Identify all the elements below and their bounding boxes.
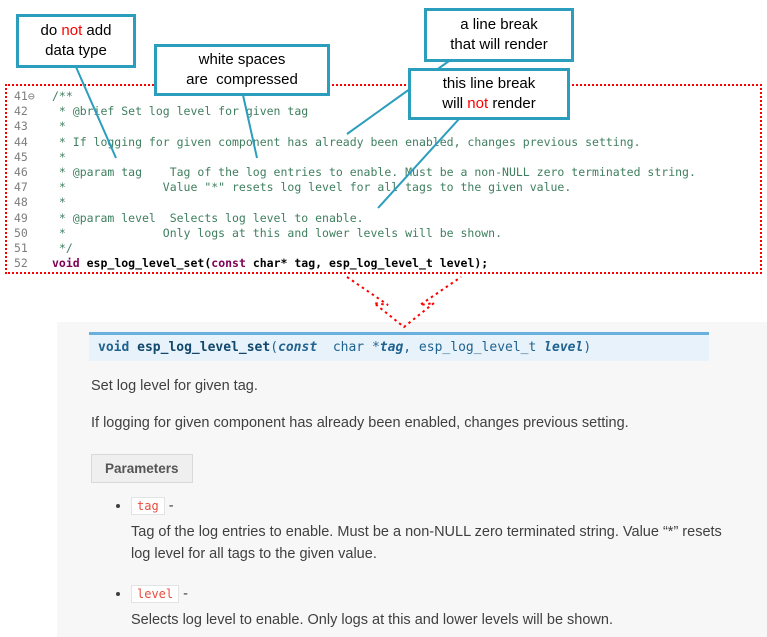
- signature-const-keyword: const: [278, 340, 318, 355]
- callout-line: will not render: [442, 95, 536, 112]
- callout-line: that will render: [450, 36, 548, 53]
- code-comment-text: * @brief Set log level for given tag: [52, 104, 309, 119]
- param-item-level: level - Selects log level to enable. Onl…: [131, 585, 743, 631]
- code-line: 47 * Value "*" resets log level for all …: [7, 180, 760, 195]
- line-number: 43: [14, 119, 28, 134]
- function-name: esp_log_level_set: [86, 256, 205, 271]
- code-line: 45 *: [7, 150, 760, 165]
- signature-arg-tag: tag: [379, 340, 404, 355]
- code-line: 48 *: [7, 195, 760, 210]
- line-number: 42: [14, 104, 28, 119]
- code-line: 49 * @param level Selects log level to e…: [7, 211, 760, 226]
- code-comment-text: */: [52, 241, 73, 256]
- param-description: Tag of the log entries to enable. Must b…: [131, 523, 722, 562]
- line-number: 44: [14, 134, 28, 149]
- line-number: 49: [14, 210, 28, 225]
- code-line: 44 * If logging for given component has …: [7, 135, 760, 150]
- code-comment-text: *: [52, 149, 66, 164]
- param-description: Selects log level to enable. Only logs a…: [131, 612, 613, 629]
- line-number: 52: [14, 256, 28, 271]
- line-number: 48: [14, 195, 28, 210]
- line-number: 46: [14, 165, 28, 180]
- code-line: 43 *: [7, 119, 760, 134]
- line-number: 45: [14, 149, 28, 164]
- source-code-block: 41⊖ /** 42 * @brief Set log level for giv…: [5, 84, 762, 274]
- code-comment-text: * If logging for given component has alr…: [52, 134, 641, 149]
- param-name-badge: level: [131, 585, 180, 604]
- code-line: 41⊖ /**: [7, 89, 760, 104]
- keyword-const: const: [211, 256, 246, 271]
- code-line: 51 */: [7, 241, 760, 256]
- function-signature-bar: void esp_log_level_set(const char *tag, …: [89, 332, 709, 361]
- doc-description: If logging for given component has alrea…: [91, 414, 629, 431]
- callout-no-data-type: do not add data type: [16, 14, 136, 68]
- param-head: level -: [131, 585, 743, 604]
- signature-function-name: esp_log_level_set: [137, 340, 271, 355]
- function-declaration-text: void esp_log_level_set(const char* tag, …: [52, 256, 489, 271]
- code-line: 50 * Only logs at this and lower levels …: [7, 226, 760, 241]
- callout-line: a line break: [460, 16, 538, 33]
- line-number-fold-marker[interactable]: 41⊖: [14, 89, 35, 103]
- code-comment-text: * Only logs at this and lower levels wil…: [52, 225, 503, 240]
- callout-line-break-not-rendered: this line break will not render: [408, 68, 570, 120]
- parameters-list: tag - Tag of the log entries to enable. …: [115, 496, 743, 632]
- doc-brief: Set log level for given tag.: [91, 378, 258, 394]
- callout-line: white spaces: [198, 51, 286, 68]
- code-comment-text: * @param level Selects log level to enab…: [52, 210, 364, 225]
- rendered-docs-panel: void esp_log_level_set(const char *tag, …: [57, 322, 767, 637]
- param-head: tag -: [131, 496, 743, 515]
- callout-line: data type: [45, 42, 107, 59]
- code-comment-text: *: [52, 195, 66, 210]
- callout-line: are compressed: [186, 71, 298, 88]
- code-line-function-declaration: 52 void esp_log_level_set(const char* ta…: [7, 256, 760, 271]
- keyword-void: void: [52, 256, 87, 271]
- signature-arg-level: level: [544, 340, 584, 355]
- renders-to-arrow: [346, 276, 462, 329]
- line-number: 47: [14, 180, 28, 195]
- line-number: 51: [14, 241, 28, 256]
- line-number: 50: [14, 225, 28, 240]
- param-dash: -: [168, 497, 174, 514]
- param-dash: -: [183, 586, 188, 603]
- code-line: 42 * @brief Set log level for given tag: [7, 104, 760, 119]
- code-comment-text: /**: [52, 89, 73, 103]
- param-name-badge: tag: [131, 496, 165, 515]
- code-comment-text: * Value "*" resets log level for all tag…: [52, 180, 572, 195]
- param-item-tag: tag - Tag of the log entries to enable. …: [131, 496, 743, 566]
- callout-line-break-renders: a line break that will render: [424, 8, 574, 62]
- code-comment-text: *: [52, 119, 66, 134]
- callout-line: this line break: [442, 75, 536, 92]
- signature-return-type: void: [98, 340, 138, 355]
- code-line: 46 * @param tag Tag of the log entries t…: [7, 165, 760, 180]
- code-comment-text: * @param tag Tag of the log entries to e…: [52, 165, 696, 180]
- callout-whitespace-compressed: white spaces are compressed: [154, 44, 330, 96]
- callout-line: do not add: [40, 22, 112, 39]
- parameters-heading: Parameters: [91, 453, 193, 483]
